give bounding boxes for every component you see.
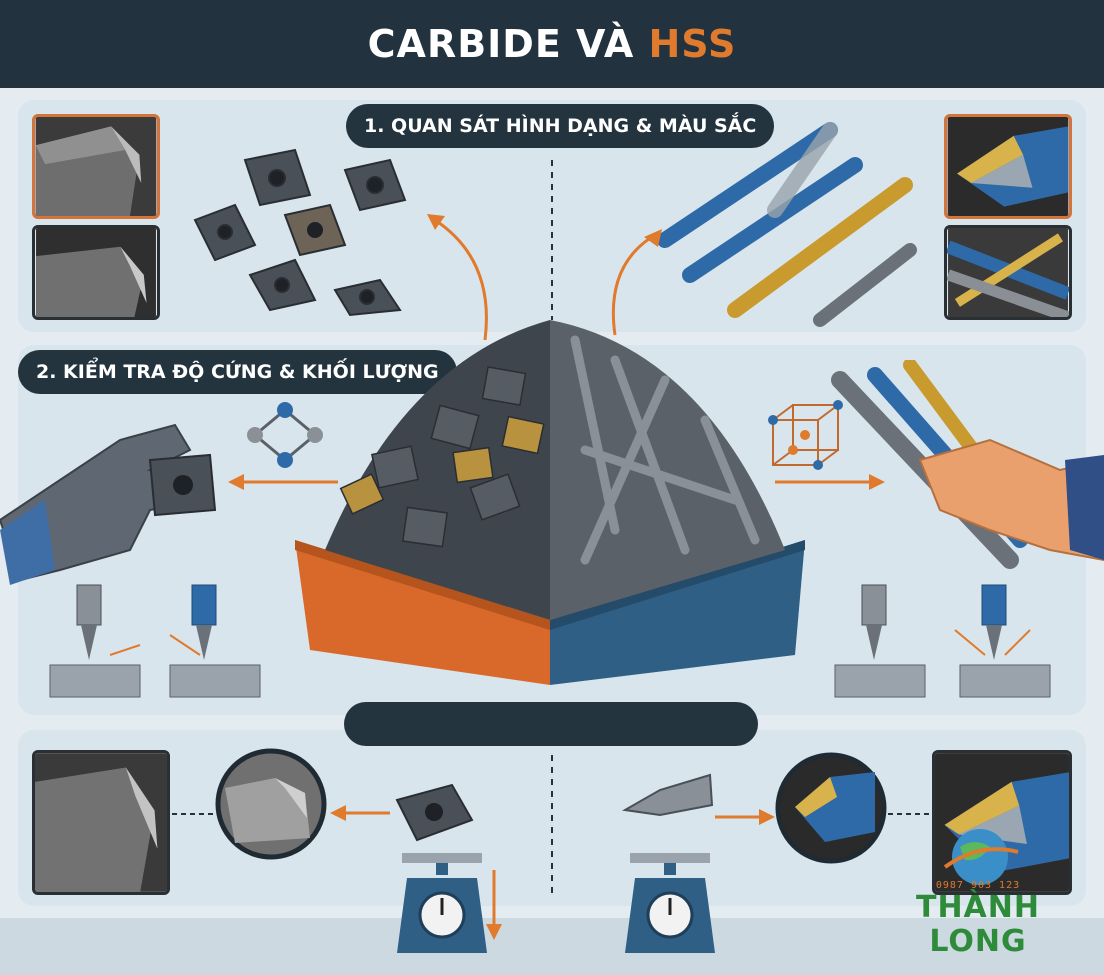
section1-text: 1. QUAN SÁT HÌNH DẠNG & MÀU SẮC — [364, 115, 757, 137]
carbide-insert-bottom-icon — [392, 780, 477, 845]
center-divider-top — [550, 160, 554, 320]
arrow-to-glove — [228, 472, 338, 492]
arrow-right-bottom — [715, 807, 775, 827]
gloved-hand-icon — [0, 400, 230, 590]
carbide-insert-icon — [185, 140, 505, 320]
arrow-to-hss — [600, 225, 700, 345]
carbide-fracture-photo-1 — [32, 114, 160, 219]
drill-bit-icon — [655, 120, 925, 330]
hardness-tester-icon — [45, 580, 275, 705]
dashed-connector-right — [888, 812, 933, 816]
carbide-fracture-closeup — [32, 750, 170, 895]
scrap-bins — [285, 300, 825, 700]
bare-hand-icon — [820, 360, 1104, 580]
carbide-magnifier — [215, 748, 327, 860]
section2-text: 2. KIỂM TRA ĐỘ CỨNG & KHỐI LƯỢNG — [36, 361, 439, 383]
brand-name: THÀNH LONG — [915, 890, 1040, 959]
page-title: CARBIDE VÀ HSS — [368, 22, 737, 66]
arrow-to-carbide — [405, 200, 505, 350]
title-main: CARBIDE VÀ — [367, 22, 649, 66]
arrow-to-hand — [775, 472, 885, 492]
arrow-left-bottom — [330, 803, 390, 823]
header-bar: CARBIDE VÀ HSS — [0, 0, 1104, 88]
section1-label: 1. QUAN SÁT HÌNH DẠNG & MÀU SẮC — [346, 104, 775, 148]
crystal-lattice-icon — [768, 400, 843, 475]
hss-tip-photo — [944, 114, 1072, 219]
bottom-strip — [0, 918, 1104, 975]
hss-magnifier — [775, 752, 887, 864]
brand-phone: 0987 903 123 — [935, 880, 1021, 891]
section2-label: 2. KIỂM TRA ĐỘ CỨNG & KHỐI LƯỢNG — [18, 350, 457, 394]
title-accent: HSS — [648, 22, 737, 66]
section3-label — [344, 702, 758, 746]
globe-logo-icon — [940, 822, 1020, 892]
hardness-tester-icon-right — [830, 580, 1060, 705]
dashed-connector-left — [172, 812, 217, 816]
center-divider-bottom — [550, 755, 554, 895]
hss-drills-photo — [944, 225, 1072, 320]
scale-icon — [392, 848, 492, 958]
brand-block: 0987 903 123 THÀNH LONG — [898, 880, 1058, 959]
hss-drill-tip-icon — [620, 770, 715, 830]
arrow-down-weight — [484, 870, 504, 940]
carbide-fracture-photo-2 — [32, 225, 160, 320]
molecule-icon — [240, 400, 335, 470]
scale-icon-right — [620, 848, 720, 958]
